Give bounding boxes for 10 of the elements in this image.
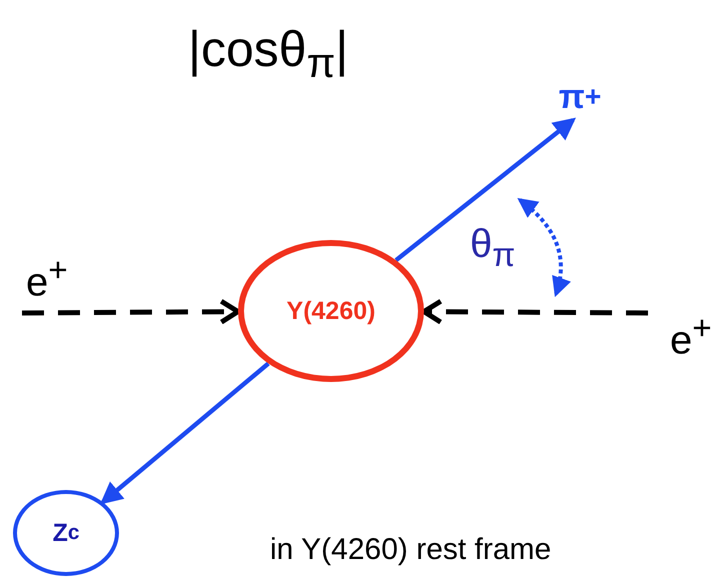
particle-label: e$^{+}$ [26, 252, 68, 306]
arrow [394, 118, 576, 262]
particle-label: e$^{+}$ [670, 310, 712, 364]
particle-ellipse: Y(4260) [238, 240, 424, 382]
dashed-arrow [422, 298, 648, 325]
angle-label: θ$_{π}$ [470, 222, 516, 275]
arrow [100, 362, 270, 505]
dashed-arrow [22, 298, 240, 325]
note-text: in Y(4260) rest frame [270, 533, 552, 567]
diagram-title: |cosθ$_{π}$| [188, 20, 348, 87]
